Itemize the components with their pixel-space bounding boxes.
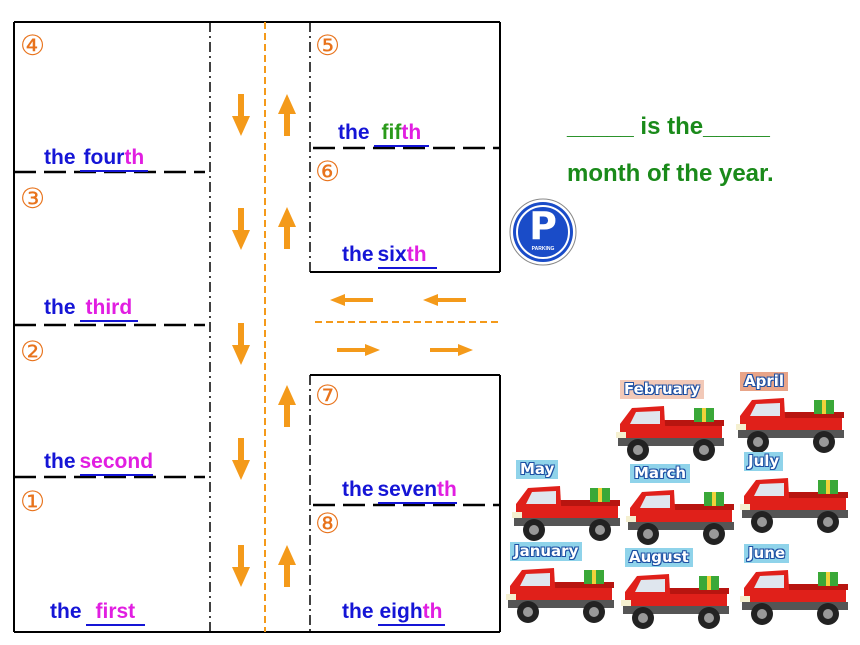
arrow-down-icons	[232, 94, 250, 587]
truck-month-label: February	[620, 380, 704, 399]
truck-month-label: July	[744, 452, 784, 471]
truck-month-label: April	[740, 372, 789, 391]
house-number-5: ⑤	[315, 29, 341, 62]
truck-month-label: August	[625, 548, 693, 567]
house-number-2: ②	[20, 335, 46, 368]
truck-month-label: January	[510, 542, 583, 561]
sentence-line-1: _____ is the_____	[567, 113, 770, 140]
truck-august[interactable]: August	[617, 548, 735, 640]
arrow-up-icons	[278, 94, 296, 587]
truck-month-label: March	[630, 464, 691, 483]
house-number-7: ⑦	[315, 379, 341, 412]
house-number-3: ③	[20, 182, 46, 215]
truck-june[interactable]: June	[736, 544, 854, 636]
arrow-right-icons	[337, 344, 473, 356]
truck-april[interactable]: April	[732, 372, 850, 464]
truck-month-label: June	[744, 544, 790, 563]
truck-february[interactable]: February	[612, 380, 730, 472]
truck-may[interactable]: May	[508, 460, 626, 552]
truck-july[interactable]: July	[736, 452, 854, 544]
truck-month-label: May	[516, 460, 559, 479]
truck-march[interactable]: March	[622, 464, 740, 556]
arrow-left-icons	[330, 294, 466, 306]
house-number-1: ①	[20, 485, 46, 518]
truck-january[interactable]: January	[502, 542, 620, 634]
parking-sign-icon: P PARKING	[509, 198, 577, 266]
house-number-6: ⑥	[315, 155, 341, 188]
sentence-line-2: month of the year.	[567, 160, 774, 187]
house-number-8: ⑧	[315, 507, 341, 540]
house-number-4: ④	[20, 29, 46, 62]
